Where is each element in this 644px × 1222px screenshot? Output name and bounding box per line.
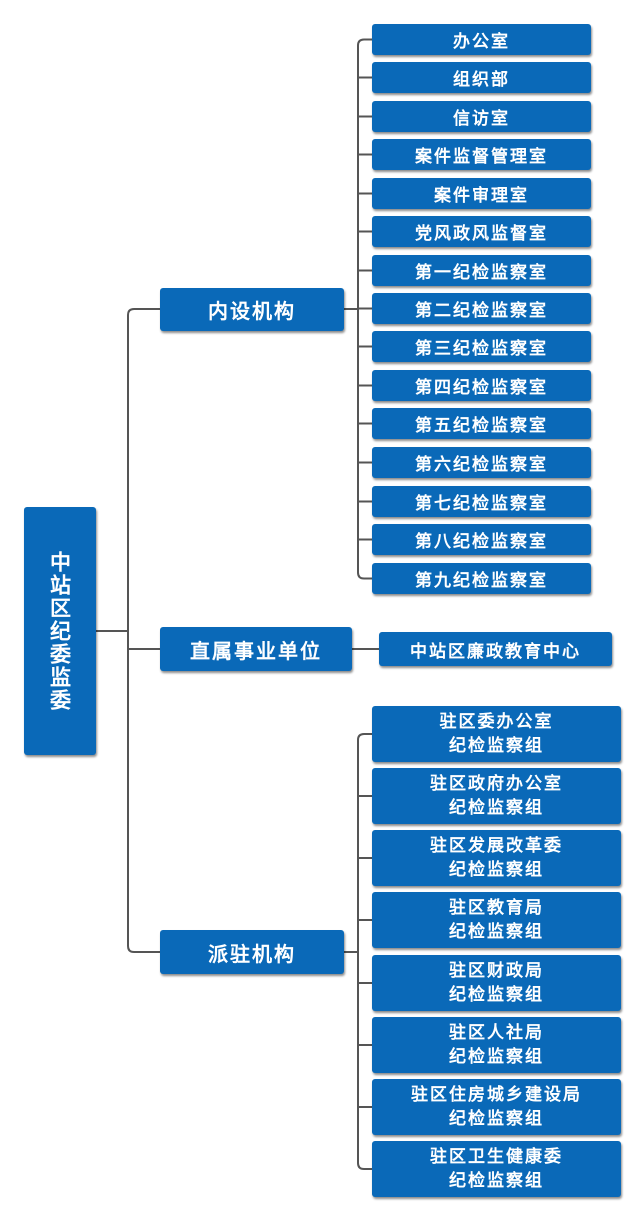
dispatched-unit-name: 驻区委办公室 <box>439 712 554 732</box>
dispatched-unit-item: 驻区政府办公室纪检监察组 <box>372 768 621 824</box>
dispatched-unit-name: 驻区政府办公室 <box>430 774 563 794</box>
dispatched-unit-item: 驻区发展改革委纪检监察组 <box>372 830 621 886</box>
dispatched-unit-role: 纪检监察组 <box>449 985 544 1005</box>
dispatched-unit-name: 驻区住房城乡建设局 <box>411 1085 582 1105</box>
internal-dept-item: 第七纪检监察室 <box>372 486 591 517</box>
connector-line <box>357 572 372 580</box>
dispatched-unit-item: 驻区人社局纪检监察组 <box>372 1017 621 1073</box>
connector-line <box>357 1162 372 1170</box>
dispatched-unit-role: 纪检监察组 <box>449 860 544 880</box>
dispatched-unit-name: 驻区发展改革委 <box>430 836 563 856</box>
category-internal: 内设机构 <box>160 288 344 331</box>
connector-line <box>127 308 160 953</box>
affiliated-unit: 中站区廉政教育中心 <box>379 632 612 666</box>
dispatched-unit-role: 纪检监察组 <box>449 1109 544 1129</box>
internal-dept-item: 第四纪检监察室 <box>372 370 591 401</box>
dispatched-unit-name: 驻区财政局 <box>449 961 544 981</box>
internal-dept-item: 第六纪检监察室 <box>372 447 591 478</box>
dispatched-unit-item: 驻区教育局纪检监察组 <box>372 892 621 948</box>
dispatched-unit-item: 驻区委办公室纪检监察组 <box>372 706 621 762</box>
category-dispatched: 派驻机构 <box>160 930 344 974</box>
internal-dept-item: 第五纪检监察室 <box>372 408 591 439</box>
internal-dept-item: 办公室 <box>372 24 591 55</box>
dispatched-unit-name: 驻区人社局 <box>449 1023 544 1043</box>
dispatched-unit-role: 纪检监察组 <box>449 1047 544 1067</box>
dispatched-unit-item: 驻区财政局纪检监察组 <box>372 955 621 1011</box>
dispatched-unit-name: 驻区教育局 <box>449 898 544 918</box>
dispatched-unit-role: 纪检监察组 <box>449 798 544 818</box>
root-node: 中站区纪委监委 <box>24 507 96 755</box>
dispatched-unit-name: 驻区卫生健康委 <box>430 1147 563 1167</box>
internal-dept-item: 党风政风监督室 <box>372 216 591 247</box>
internal-dept-item: 案件审理室 <box>372 178 591 209</box>
dispatched-unit-role: 纪检监察组 <box>449 736 544 756</box>
internal-dept-item: 第一纪检监察室 <box>372 255 591 286</box>
dispatched-unit-item: 驻区卫生健康委纪检监察组 <box>372 1141 621 1197</box>
internal-dept-item: 第八纪检监察室 <box>372 524 591 555</box>
dispatched-unit-item: 驻区住房城乡建设局纪检监察组 <box>372 1079 621 1135</box>
dispatched-unit-role: 纪检监察组 <box>449 1171 544 1191</box>
internal-dept-item: 第二纪检监察室 <box>372 293 591 324</box>
internal-dept-item: 组织部 <box>372 62 591 93</box>
internal-dept-item: 第九纪检监察室 <box>372 563 591 594</box>
internal-dept-item: 案件监督管理室 <box>372 139 591 170</box>
connector-line <box>357 733 372 741</box>
internal-dept-item: 第三纪检监察室 <box>372 331 591 362</box>
dispatched-unit-role: 纪检监察组 <box>449 922 544 942</box>
category-affiliated: 直属事业单位 <box>160 627 352 671</box>
connector-line <box>357 38 372 46</box>
internal-dept-item: 信访室 <box>372 101 591 132</box>
